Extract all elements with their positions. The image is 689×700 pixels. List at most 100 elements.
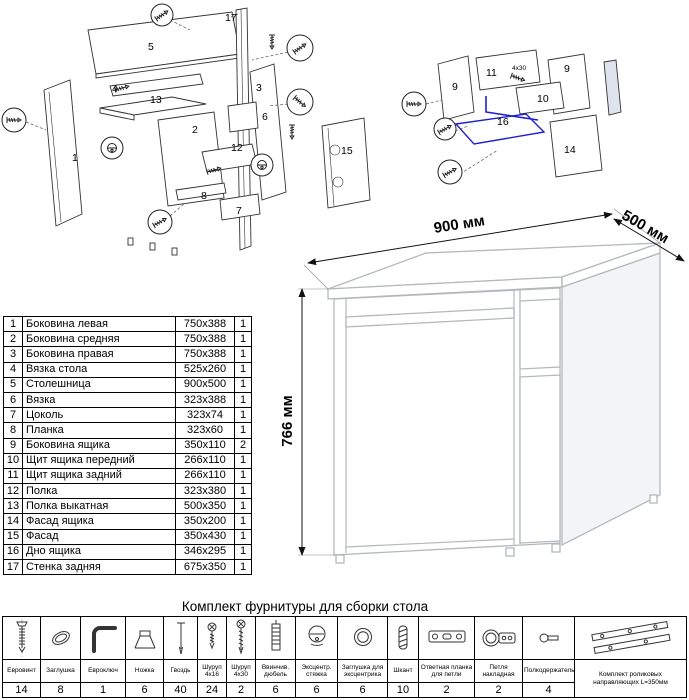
part-name: Фасад [22,528,176,545]
part-size: 323x380 [175,483,235,500]
desk-feet [127,237,178,256]
part-number: 17 [3,558,23,576]
part-label: 1 [72,152,78,164]
part-qty: 1 [234,315,252,333]
hardware-qty: 8 [40,682,81,698]
desk-dimension-view: 900 мм 500 мм 766 мм [279,207,685,564]
hardware-qty: 2 [474,682,523,698]
drawer-bottom-panel [454,96,546,145]
exploded-view-desk: 17 5 4 13 2 3 6 12 1 15 8 7 [1,3,371,256]
callout-screw-detail [286,88,314,116]
part-name: Планка [22,422,176,439]
left-side-panel [43,79,83,227]
hardware-label: Ввинчив. дюбель [255,659,296,683]
part-label: 9 [452,81,458,93]
part-number: 8 [3,422,23,439]
part-label: 13 [150,94,162,106]
part-qty: 1 [234,422,252,439]
desk-body [333,287,561,556]
hardware-qty: 2 [418,682,475,698]
screw-4x30-icon [236,619,246,655]
part-number: 7 [3,407,23,424]
hardware-qty: 4 [522,682,575,698]
part-size: 266x110 [175,467,235,485]
part-label: 11 [486,67,497,79]
part-label: 9 [564,63,570,75]
part-name: Полка [22,483,176,500]
part-number: 13 [3,498,23,515]
part-number: 16 [3,543,23,561]
hardware-qty: 6 [337,682,388,698]
hardware-labels-row: Евровинт Заглушка Евроключ Ножка Гвоздь … [2,659,687,698]
hardware-qty: 6 [255,682,296,698]
desk-legs [335,494,658,564]
part-name: Вязка стола [22,361,176,378]
hardware-qty: 40 [163,682,198,698]
part-number: 1 [3,315,23,333]
drawer-side-panel [437,55,475,121]
hex-key-icon [92,626,117,653]
drawer-facade-panel [549,114,603,178]
part-number: 14 [3,513,23,530]
part-name: Вязка [22,391,176,409]
part-name: Щит ящика задний [22,467,176,485]
part-label: 10 [537,93,549,105]
part-name: Полка выкатная [22,498,176,515]
callout-screw-detail [401,91,427,117]
hardware-label: Шуруп 4x16 [197,659,227,683]
part-qty: 1 [234,376,252,393]
hardware-label: Комплект роликовых направляющих L=350мм [574,659,687,698]
part-qty: 1 [234,346,252,363]
part-qty: 1 [234,467,252,485]
roller-guides-icon [590,620,671,655]
part-number: 6 [3,391,23,409]
part-size: 525x260 [175,361,235,378]
part-label: 14 [564,144,576,156]
strip-panel [175,182,227,201]
part-qty: 2 [234,437,252,454]
part-size: 350x200 [175,513,235,530]
part-number: 11 [3,467,23,485]
part-number: 2 [3,331,23,348]
part-name: Щит ящика передний [22,452,176,469]
hardware-icons-row [2,616,687,660]
part-name: Боковина средняя [22,331,176,348]
part-size: 346x295 [175,543,235,561]
part-name: Фасад ящика [22,513,176,530]
part-label: 12 [231,142,243,154]
callout-cam-detail [100,136,124,160]
part-size: 323x388 [175,391,235,409]
part-size: 323x74 [175,407,235,424]
part-label: 15 [341,145,353,157]
part-qty: 1 [234,452,252,469]
part-qty: 1 [234,528,252,545]
hardware-kit-title: Комплект фурнитуры для сборки стола [181,599,429,614]
hardware-qty-row: 14 8 1 6 40 24 2 6 6 6 10 2 2 4 [2,682,687,698]
wood-dowel-icon [398,625,408,650]
screw-size-note: 4x30 [512,65,526,72]
part-qty: 1 [234,498,252,515]
dimension-height: 766 мм [279,395,296,446]
part-size: 750x388 [175,315,235,333]
hinge-plate-icon [428,630,465,643]
dimension-lines [298,208,685,556]
shelf-support-icon [539,633,558,643]
part-number: 3 [3,346,23,363]
part-number: 5 [3,376,23,393]
part-name: Стенка задняя [22,558,176,576]
hardware-label: Шкант [387,659,419,683]
part-qty: 1 [234,483,252,500]
part-name: Боковина ящика [22,437,176,454]
part-label: 3 [256,82,262,94]
callout-screw-detail [437,159,463,185]
part-label: 4 [112,83,118,95]
dimension-width: 900 мм [433,212,486,237]
